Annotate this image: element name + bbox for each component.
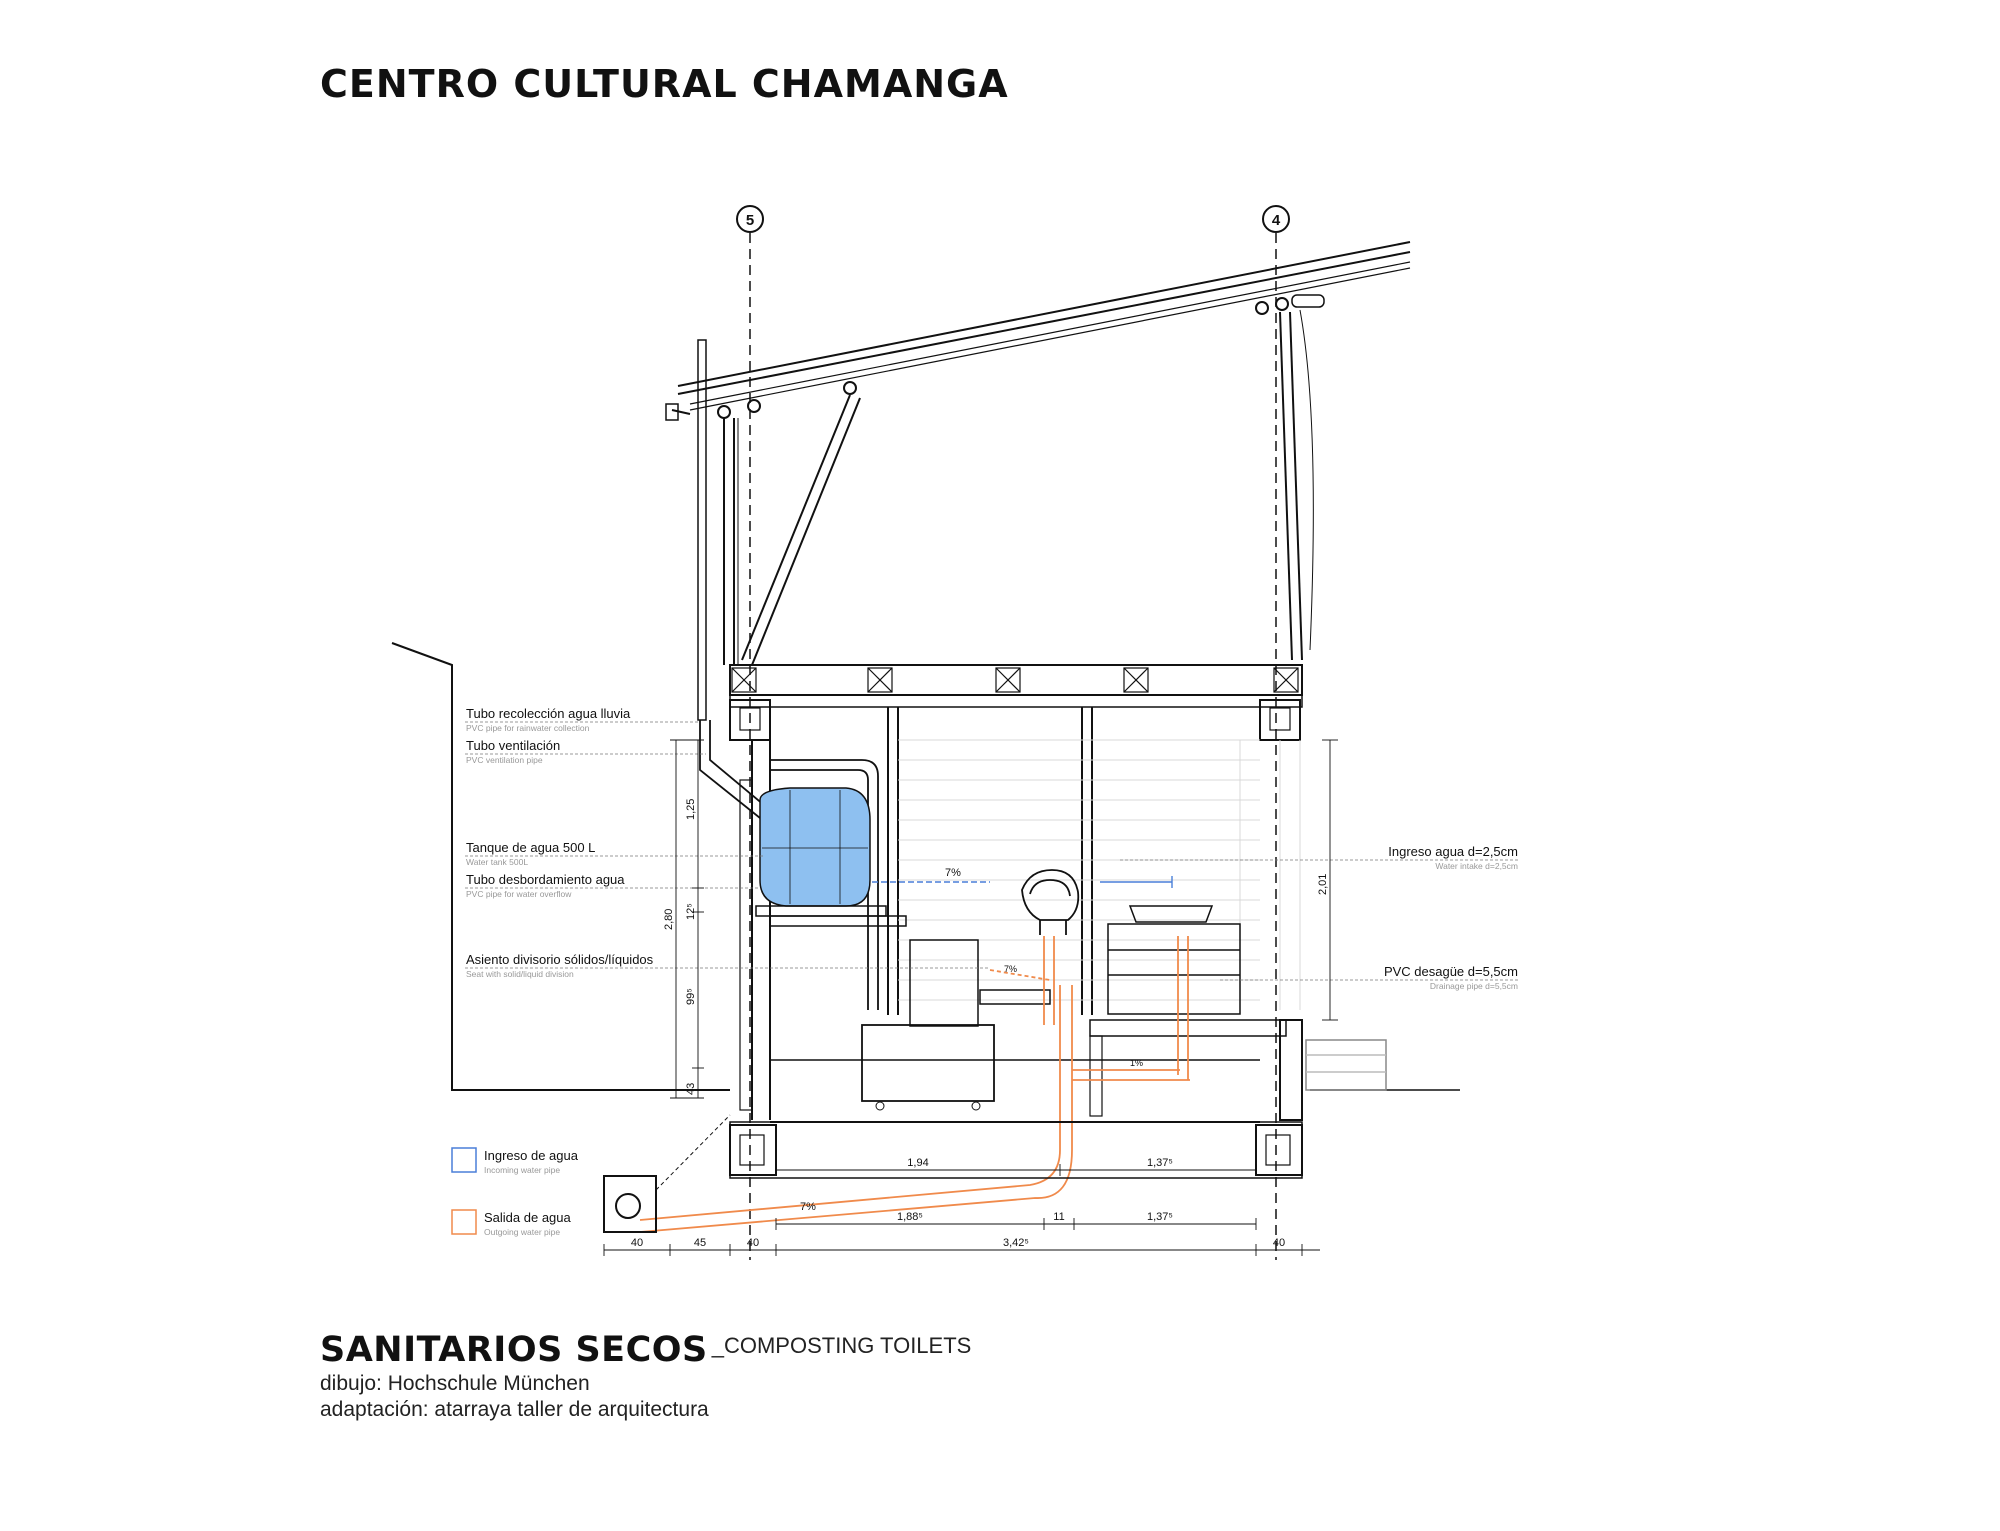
svg-text:PVC desagüe d=5,5cm: PVC desagüe d=5,5cm xyxy=(1384,964,1518,979)
dim-45: 45 xyxy=(694,1237,706,1249)
svg-text:Outgoing water pipe: Outgoing water pipe xyxy=(484,1227,560,1237)
svg-text:Tanque de agua 500 L: Tanque de agua 500 L xyxy=(466,840,595,855)
incoming-water-pipe: 7% xyxy=(872,867,1173,888)
inspection-chamber xyxy=(603,1114,731,1233)
svg-text:PVC ventilation pipe: PVC ventilation pipe xyxy=(466,755,543,765)
label-intake: Ingreso agua d=2,5cm Water intake d=2,5c… xyxy=(1388,844,1518,871)
label-water-tank: Tanque de agua 500 L Water tank 500L xyxy=(466,840,595,867)
svg-text:Tubo ventilación: Tubo ventilación xyxy=(466,738,560,753)
dim-1-37-5-upper: 1,37⁵ xyxy=(1147,1157,1173,1169)
dim-2-80: 2,80 xyxy=(663,909,675,930)
dim-1-88-5: 1,88⁵ xyxy=(897,1211,923,1223)
page-title: CENTRO CULTURAL CHAMANGA xyxy=(320,62,1009,106)
svg-text:Tubo desbordamiento agua: Tubo desbordamiento agua xyxy=(466,872,625,887)
svg-text:Asiento divisorio sólidos/líqu: Asiento divisorio sólidos/líquidos xyxy=(466,952,654,967)
dim-1-25: 1,25 xyxy=(685,799,697,820)
svg-text:7%: 7% xyxy=(945,867,961,879)
svg-text:PVC pipe for rainwater collect: PVC pipe for rainwater collection xyxy=(466,723,590,733)
legend-outgoing-water: Salida de agua Outgoing water pipe xyxy=(451,1209,572,1237)
terrain-right xyxy=(1305,1039,1460,1091)
label-drain: PVC desagüe d=5,5cm Drainage pipe d=5,5c… xyxy=(1384,964,1518,991)
legend-incoming-water: Ingreso de agua Incoming water pipe xyxy=(451,1147,579,1175)
svg-text:4: 4 xyxy=(1272,212,1281,229)
svg-text:1%: 1% xyxy=(1130,1058,1143,1068)
svg-text:Salida de agua: Salida de agua xyxy=(484,1210,572,1225)
dim-3-42-5: 3,42⁵ xyxy=(1003,1237,1029,1249)
terrain-left xyxy=(391,642,730,1091)
dimensions-horizontal xyxy=(603,1164,1320,1256)
foundation xyxy=(729,1121,1303,1179)
roof xyxy=(665,241,1411,721)
svg-text:Water intake d=2,5cm: Water intake d=2,5cm xyxy=(1435,861,1518,871)
svg-text:5: 5 xyxy=(746,212,754,229)
dim-99-5: 99⁵ xyxy=(685,988,697,1005)
dim-43: 43 xyxy=(685,1083,697,1095)
grid-axis-5: 5 xyxy=(736,205,764,1260)
svg-text:Water tank 500L: Water tank 500L xyxy=(466,857,528,867)
dim-11: 11 xyxy=(1053,1211,1064,1223)
svg-text:Tubo recolección agua lluvia: Tubo recolección agua lluvia xyxy=(466,706,631,721)
drawing-title: SANITARIOS SECOS xyxy=(320,1330,708,1370)
svg-text:Seat with solid/liquid divisio: Seat with solid/liquid division xyxy=(466,969,574,979)
svg-text:7%: 7% xyxy=(1004,964,1017,974)
dim-40-a: 40 xyxy=(631,1237,643,1249)
sink xyxy=(1107,905,1241,1015)
dimension-vertical-right xyxy=(1322,739,1338,1021)
toilet-bowl xyxy=(1021,869,1080,935)
dim-2-01: 2,01 xyxy=(1317,874,1329,895)
drawing-subtitle: _COMPOSTING TOILETS xyxy=(711,1333,972,1358)
footer: SANITARIOS SECOS_COMPOSTING TOILETS dibu… xyxy=(320,1330,971,1422)
grid-axis-4: 4 xyxy=(1262,205,1290,1260)
svg-text:Drainage pipe d=5,5cm: Drainage pipe d=5,5cm xyxy=(1430,981,1518,991)
dimensions-vertical-left xyxy=(670,739,704,1099)
brick-wall xyxy=(898,739,1301,1010)
water-tank xyxy=(755,787,887,917)
svg-text:Incoming water pipe: Incoming water pipe xyxy=(484,1165,560,1175)
label-seat: Asiento divisorio sólidos/líquidos Seat … xyxy=(466,952,654,979)
label-overflow: Tubo desbordamiento agua PVC pipe for wa… xyxy=(466,872,625,899)
drawing-credit: dibujo: Hochschule München xyxy=(320,1372,590,1395)
adaptation-credit: adaptación: atarraya taller de arquitect… xyxy=(320,1398,709,1421)
svg-text:Ingreso agua d=2,5cm: Ingreso agua d=2,5cm xyxy=(1388,844,1518,859)
dim-40-c: 40 xyxy=(1273,1237,1285,1249)
dim-40-b: 40 xyxy=(747,1237,759,1249)
label-rain-pipe: Tubo recolección agua lluvia PVC pipe fo… xyxy=(466,706,631,733)
outgoing-water-pipe: 7% 1% 7% xyxy=(639,936,1190,1233)
svg-text:7%: 7% xyxy=(800,1201,816,1213)
dim-1-94: 1,94 xyxy=(907,1157,928,1169)
toilet-platform xyxy=(769,915,1303,1121)
dim-12-5: 12⁵ xyxy=(685,903,697,920)
svg-text:Ingreso de agua: Ingreso de agua xyxy=(484,1148,579,1163)
svg-text:PVC pipe for water overflow: PVC pipe for water overflow xyxy=(466,889,572,899)
dim-1-37-5-lower: 1,37⁵ xyxy=(1147,1211,1173,1223)
label-leaders xyxy=(465,721,1520,981)
label-vent-pipe: Tubo ventilación PVC ventilation pipe xyxy=(466,738,560,765)
